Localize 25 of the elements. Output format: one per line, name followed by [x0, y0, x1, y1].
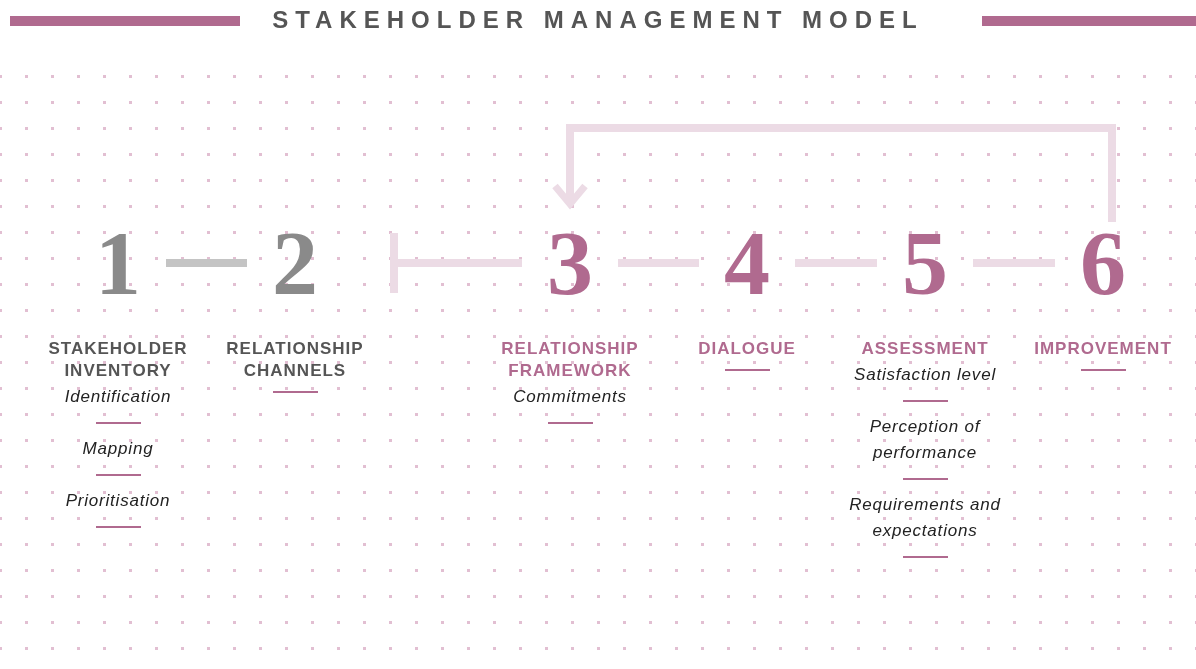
- connector: [390, 233, 522, 293]
- step-number: 6: [1073, 220, 1133, 306]
- step-item: Prioritisation: [65, 490, 171, 512]
- step-number: 1: [88, 220, 148, 306]
- step-heading: STAKEHOLDER INVENTORY: [47, 338, 189, 382]
- step-item: Identification: [64, 386, 172, 408]
- connector: [795, 259, 877, 267]
- step-number: 3: [540, 220, 600, 306]
- step-number: 2: [265, 220, 325, 306]
- diagram-title: STAKEHOLDER MANAGEMENT MODEL: [272, 6, 924, 34]
- step-number: 4: [717, 220, 777, 306]
- step-heading: ASSESSMENT: [861, 338, 989, 360]
- step-heading: DIALOGUE: [698, 338, 796, 360]
- step-item: Commitments: [513, 386, 627, 408]
- step-item: Requirements and expectations: [848, 494, 1002, 542]
- step-item: Mapping: [82, 438, 154, 460]
- step-heading: RELATIONSHIP FRAMEWORK: [500, 338, 640, 382]
- step-heading: RELATIONSHIP CHANNELS: [225, 338, 365, 382]
- step-heading: IMPROVEMENT: [1034, 338, 1172, 360]
- step-item: Perception of performance: [868, 416, 982, 464]
- step-item: Satisfaction level: [854, 364, 996, 386]
- step-number: 5: [895, 220, 955, 306]
- connector: [973, 259, 1055, 267]
- connector: [618, 259, 699, 267]
- connector: [551, 124, 1116, 222]
